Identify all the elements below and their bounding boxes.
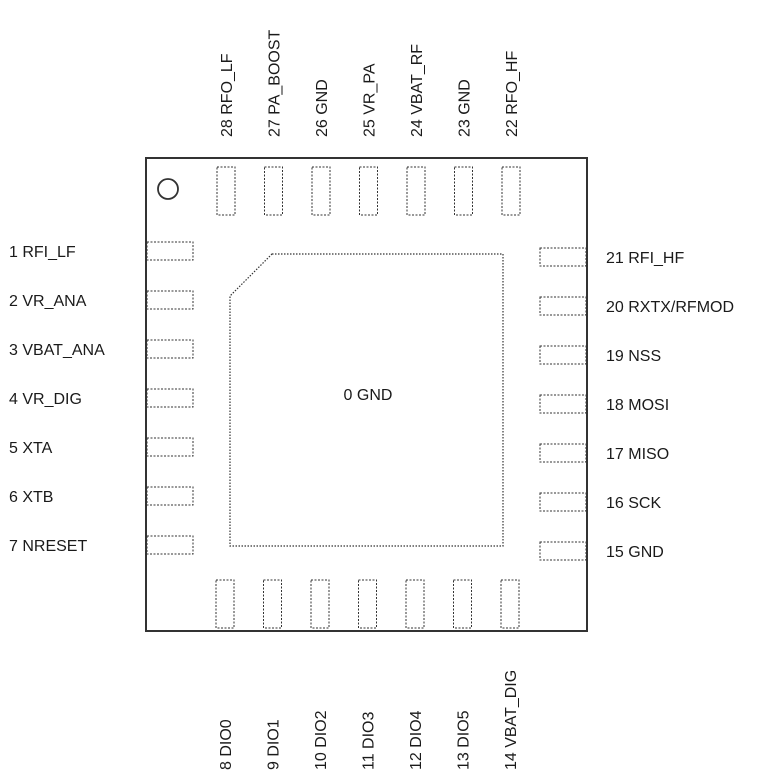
pin-pad-left (146, 437, 194, 457)
pin-label-top: 23 GND (457, 79, 474, 137)
pin-label-right: 21 RFI_HF (606, 250, 684, 267)
pin-pad-left (146, 339, 194, 359)
pin-labels-group: 1 RFI_LF 2 VR_ANA 3 VBAT_ANA 4 VR_DIG 5 XTA 6… (9, 29, 734, 770)
pin-label-left: 3 VBAT_ANA (9, 342, 105, 359)
pin-label-bottom: 12 DIO4 (408, 710, 425, 770)
pin-pad-bottom (263, 579, 282, 629)
pin-pad-top (359, 166, 378, 216)
pin-pad-bottom (310, 579, 330, 629)
pin-label-right: 18 MOSI (606, 397, 669, 414)
pin-pad-top (406, 166, 426, 216)
pin-pad-bottom (453, 579, 472, 629)
pin-pad-right (539, 247, 587, 267)
pin-pad-bottom (215, 579, 235, 629)
pin-pad-right (539, 296, 587, 316)
pin-label-right: 19 NSS (606, 348, 661, 365)
pin-label-top: 24 VBAT_RF (409, 44, 426, 137)
pin-pad-right (539, 394, 587, 414)
pin-pad-top (264, 166, 283, 216)
pin-label-right: 16 SCK (606, 495, 661, 512)
pin-label-left: 5 XTA (9, 440, 53, 457)
pin-label-bottom: 8 DIO0 (218, 719, 235, 770)
pin-label-bottom: 11 DIO3 (361, 712, 378, 771)
pin-pad-right (539, 345, 587, 365)
chip-body (145, 157, 588, 632)
pin-pad-right (539, 492, 587, 512)
pin-label-left: 4 VR_DIG (9, 391, 82, 408)
pin-pad-left (146, 241, 194, 261)
pin-label-right: 15 GND (606, 544, 664, 561)
pin-label-left: 2 VR_ANA (9, 293, 87, 310)
pin-pad-top (501, 166, 521, 216)
pin-pad-left (146, 535, 194, 555)
pin-label-top: 26 GND (314, 79, 331, 137)
chip-body-group: 0 GND (145, 157, 588, 632)
pin-label-right: 17 MISO (606, 446, 669, 463)
pin-label-bottom: 10 DIO2 (313, 710, 330, 770)
pin-pad-left (146, 486, 194, 506)
pins-group (146, 166, 587, 629)
pin-pad-top (454, 166, 473, 216)
pin-pad-right (539, 541, 587, 561)
pin-label-top: 28 RFO_LF (219, 53, 236, 137)
pin-label-bottom: 13 DIO5 (456, 710, 473, 770)
pin-label-top: 25 VR_PA (362, 63, 379, 137)
pin-pad-bottom (405, 579, 425, 629)
pin-label-bottom: 9 DIO1 (266, 719, 283, 770)
pin-pad-bottom (358, 579, 377, 629)
pin-pad-top (311, 166, 331, 216)
pin-pad-top (216, 166, 236, 216)
pin-pad-left (146, 290, 194, 310)
pin-label-top: 22 RFO_HF (504, 51, 521, 137)
pin-pad-left (146, 388, 194, 408)
pin-label-right: 20 RXTX/RFMOD (606, 299, 734, 316)
pin-pad-right (539, 443, 587, 463)
pin-label-left: 7 NRESET (9, 538, 87, 555)
pin-label-bottom: 14 VBAT_DIG (503, 670, 520, 770)
pin1-marker-dot (157, 178, 179, 200)
exposed-ground-pad (229, 253, 504, 547)
pin-label-left: 6 XTB (9, 489, 53, 506)
pin-label-top: 27 PA_BOOST (267, 29, 284, 137)
pin-label-left: 1 RFI_LF (9, 244, 76, 261)
center-pad-label: 0 GND (344, 387, 393, 404)
pin-pad-bottom (500, 579, 520, 629)
